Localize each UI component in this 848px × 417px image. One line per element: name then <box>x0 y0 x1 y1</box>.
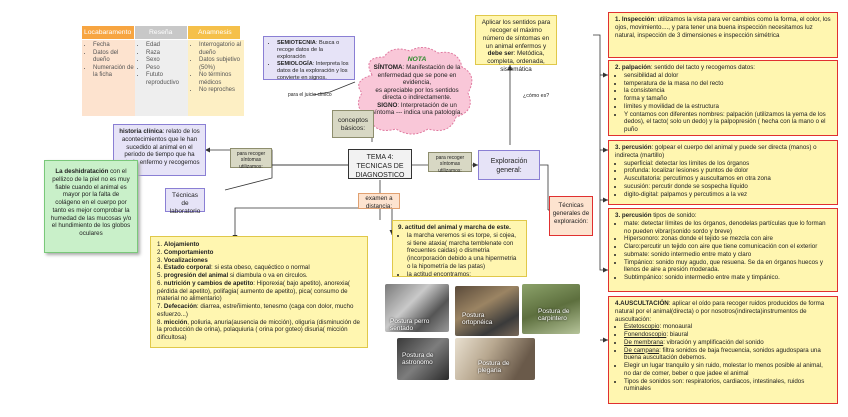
semiologia-line: SEMIOLOGÍA: Interpreta los datos de la e… <box>277 61 350 82</box>
percusion-box: 3. percusión: golpear el cuerpo del anim… <box>608 140 838 205</box>
list-item: Datos subjetivo (50%) <box>199 57 242 72</box>
list-item: 6. nutrición y cambios de apetito: Hipor… <box>157 279 350 303</box>
list-item: temperatura de la masa no del recto <box>624 80 831 88</box>
tecnicas-generales-box: Técnicas generales de exploración: <box>549 196 593 236</box>
list-item: la actitud encontramos: <box>407 271 521 279</box>
photo-astronomo <box>397 338 449 380</box>
list-item: Claro:percutir un tejido con aire que ti… <box>624 243 831 251</box>
percusion-heading: 3. percusión: golpear el cuerpo del anim… <box>615 144 817 159</box>
list-item: 3. Vocalizaciones <box>157 256 208 264</box>
percusion-tipos-box: 3. percusión tipos de sonido: mate: dete… <box>608 208 838 292</box>
list-item: Datos del dueño <box>93 50 136 65</box>
list-item: 4. Estado corporal: si esta obeso, caqué… <box>157 264 310 272</box>
actitud-title: 9. actitud del animal y marcha de este. <box>398 224 511 231</box>
inspeccion-box: 1. Inspección: utilizamos la vista para … <box>608 12 838 58</box>
list-item: Estetoscopio: monoaural <box>624 323 831 331</box>
list-item: 5. progresión del animal si diambula o v… <box>157 272 308 279</box>
list-item: Edad <box>146 42 189 50</box>
list-item: Raza <box>146 50 189 58</box>
tecnicas-laboratorio-box: Técnicas de laboratorio <box>165 188 205 215</box>
caption-ortopneica: Postura ortopnéica <box>462 312 493 326</box>
list-item: No términos médicos <box>199 72 242 87</box>
list-item: Elegir un lugar tranquilo y sin ruido, m… <box>624 362 831 378</box>
caption-astronomo: Postura de astronomo <box>402 352 434 366</box>
caption-carpintero: Postura de carpintero <box>538 308 570 322</box>
actitud-box: 9. actitud del animal y marcha de este. … <box>392 220 527 279</box>
photo-perro-sentado <box>385 284 449 332</box>
list-item: la consistencia <box>624 87 831 95</box>
auscultacion-box: 4.AUSCULTACIÓN: aplicar el oído para rec… <box>608 296 838 404</box>
table-col-resena: Edad Raza Sexo Peso Fututo reproductivo <box>135 40 191 116</box>
list-item: Fonendoscopio: biaural <box>624 331 831 339</box>
photo-plegaria <box>455 338 535 380</box>
list-item: digito-digital: palpamos y percutimos a … <box>624 191 831 199</box>
list-item: límites y movilidad de la estructura <box>624 103 831 111</box>
list-item: Interrogatorio al dueño <box>199 42 242 57</box>
percusion-tipos-heading: 3. percusión tipos de sonido: <box>615 212 697 219</box>
list-item: sensibilidad al dolor <box>624 72 831 80</box>
exploracion-general-box: Exploración general: <box>478 150 540 180</box>
semiotecnia-line: SEMIOTECNIA: Busca o recoge datos de la … <box>277 40 350 61</box>
auscultacion-heading: 4.AUSCULTACIÓN: aplicar el oído para rec… <box>615 300 825 323</box>
list-item: submate: sonido intermedio entre mato y … <box>624 251 831 259</box>
tema-4-title: TEMA 4: TECNICAS DE DIAGNOSTICO <box>348 149 412 179</box>
list-item: Y contamos con diferentes nombres: palpa… <box>624 111 831 134</box>
list-item: superficial: detectar los límites de los… <box>624 160 831 168</box>
table-col-anamnesis: Interrogatorio al dueño Datos subjetivo … <box>188 40 244 116</box>
list-item: 8. micción, poliuria, anuria(ausencia de… <box>157 318 360 342</box>
table-header-resena: Reseña <box>135 26 187 39</box>
caption-plegaria: Postura de plegaria <box>478 360 510 374</box>
signo-definition: SIGNO: Interpretación de un síntoma --- … <box>371 101 463 117</box>
palpacion-heading: 2. palpación: sentido del tacto y recoge… <box>615 64 756 71</box>
list-item: De membrana: vibración y amplificación d… <box>624 339 831 347</box>
photo-ortopneica <box>455 286 519 336</box>
list-item: Auscultatoria: percutimos y auscultamos … <box>624 175 831 183</box>
note-cloud-text: NOTA SÍNTOMA: Manifestación de la enferm… <box>368 56 466 128</box>
list-item: 7. Defecación: diarrea, estreñimiento, t… <box>157 303 354 318</box>
list-item: 2. Comportamiento <box>157 248 214 256</box>
list-item: Hipersonoro: zonas donde el tejido se me… <box>624 235 831 243</box>
conceptos-basicos-box: conceptos básicos: <box>332 110 374 138</box>
aplicar-sentidos-box: Aplicar los sentidos para recoger el máx… <box>475 15 557 73</box>
anamnesis-table: Locabaramento Reseña Anamnesis Fecha Dat… <box>82 26 244 116</box>
list-item: Subtimpánico: sonido intermedio entre ma… <box>624 274 831 282</box>
caption-perro-sentado: Postura perro sentado <box>390 318 430 332</box>
list-item: la marcha veremos si es torpe, si cojea,… <box>407 232 521 271</box>
deshidratacion-note: La deshidratación con el pellizco de la … <box>44 160 138 253</box>
table-header-anamnesis: Anamnesis <box>188 26 240 39</box>
como-es-label: ¿cómo es? <box>523 93 550 99</box>
list-item: 1. Alojamiento <box>157 241 200 248</box>
photo-carpintero <box>522 284 580 334</box>
table-header-locabaramento: Locabaramento <box>82 26 134 39</box>
semiotecnia-box: SEMIOTECNIA: Busca o recoge datos de la … <box>263 36 355 82</box>
examen-distancia-box: examen a distancia: <box>358 193 400 210</box>
list-item: profunda: localizar lesiones y puntos de… <box>624 167 831 175</box>
para-recoger-left-box: para recoger síntomas utilizamos: <box>230 148 272 170</box>
list-item: Sexo <box>146 57 189 65</box>
list-item: forma y tamaño <box>624 95 831 103</box>
sintoma-definition: SÍNTOMA: Manifestación de la enfermedad … <box>373 64 461 87</box>
list-item: sucusión: percutir donde se sospecha líq… <box>624 183 831 191</box>
palpacion-box: 2. palpación: sentido del tacto y recoge… <box>608 60 838 136</box>
list-item: Numeración de la ficha <box>93 65 136 80</box>
para-juicio-label: para el juicio clínico <box>288 92 332 98</box>
para-recoger-right-box: para recoger síntomas utilizamos: <box>428 152 472 174</box>
nota-label: NOTA <box>407 56 427 63</box>
sintoma-definition-2: es apreciable por los sentidos directa o… <box>375 86 459 102</box>
examen-distancia-list: 1. Alojamiento 2. Comportamiento 3. Voca… <box>150 236 368 348</box>
table-col-locabaramento: Fecha Datos del dueño Numeración de la f… <box>82 40 138 116</box>
list-item: De campana: filtra sonidos de baja frecu… <box>624 347 831 363</box>
list-item: Tipos de sonidos son: respiratorios, car… <box>624 378 831 394</box>
list-item: mate: detectar límites de los órganos, d… <box>624 220 831 236</box>
list-item: Peso <box>146 65 189 73</box>
list-item: Timpánico: sonido muy agudo, que resuena… <box>624 259 831 275</box>
list-item: Fecha <box>93 42 136 50</box>
list-item: Fututo reproductivo <box>146 72 189 87</box>
list-item: No reproches <box>199 87 242 95</box>
